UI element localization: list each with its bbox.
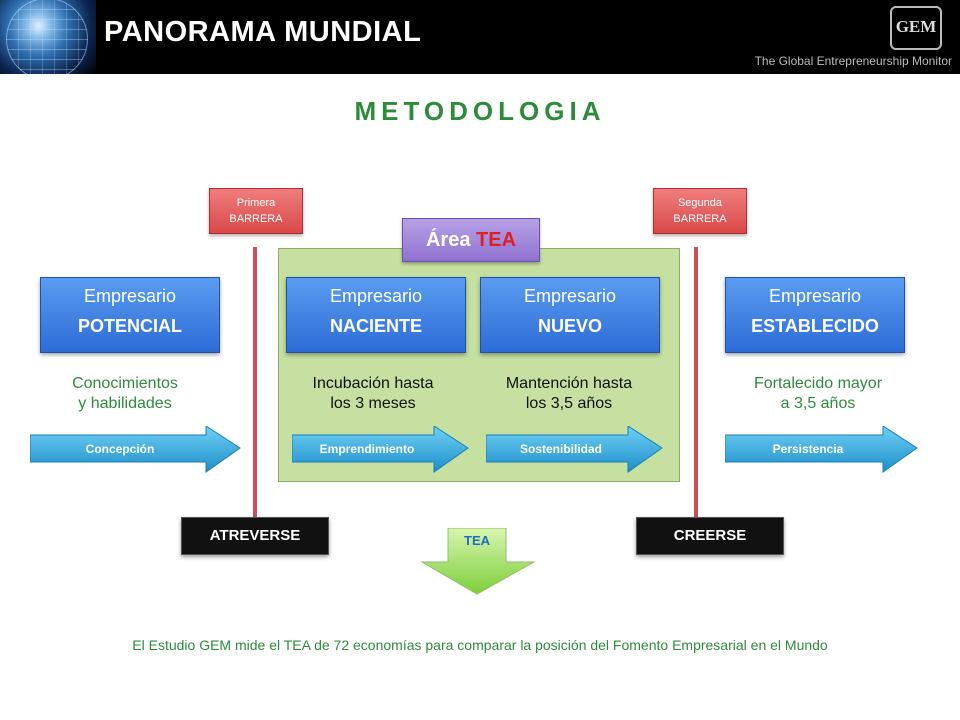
stage-title: Empresario bbox=[329, 286, 423, 306]
gate-atreverse: ATREVERSE bbox=[181, 517, 329, 555]
tea-down-arrow bbox=[420, 527, 536, 603]
stage-establecido-desc: Fortalecido mayor a 3,5 años bbox=[718, 374, 918, 414]
globe-logo-icon bbox=[0, 0, 96, 74]
desc-line1: Conocimientos bbox=[72, 375, 178, 392]
arrow-label: Concepción bbox=[85, 442, 155, 456]
area-label-prefix: Área bbox=[425, 229, 471, 251]
barrier-segunda: Segunda BARRERA bbox=[653, 188, 747, 234]
arrow-right-icon bbox=[725, 426, 918, 473]
stage-title: Empresario bbox=[523, 286, 617, 306]
arrow-sostenibilidad: Sostenibilidad bbox=[486, 426, 664, 474]
stage-nuevo-desc: Mantención hasta los 3,5 años bbox=[469, 374, 669, 414]
desc-line1: Mantención hasta bbox=[505, 375, 633, 392]
stage-name: NUEVO bbox=[537, 316, 602, 336]
stage-nuevo-box: Empresario NUEVO bbox=[480, 277, 660, 353]
barrier-line1: Segunda bbox=[677, 197, 723, 209]
stage-establecido-box: Empresario ESTABLECIDO bbox=[725, 277, 905, 353]
arrow-right-icon bbox=[30, 426, 241, 473]
arrow-concepcion: Concepción bbox=[30, 426, 242, 474]
stage-name: POTENCIAL bbox=[77, 316, 182, 336]
stage-title: Empresario bbox=[83, 286, 177, 306]
barrier-line-2 bbox=[694, 247, 698, 522]
stage-title: Empresario bbox=[768, 286, 862, 306]
stage-naciente-box: Empresario NACIENTE bbox=[286, 277, 466, 353]
barrier-line2: BARRERA bbox=[229, 213, 283, 225]
section-title: METODOLOGIA bbox=[354, 96, 606, 126]
header-subtitle: The Global Entrepreneurship Monitor bbox=[754, 54, 952, 68]
page-title: PANORAMA MUNDIAL bbox=[104, 16, 422, 48]
barrier-primera: Primera BARRERA bbox=[209, 188, 303, 234]
desc-line2: los 3,5 años bbox=[525, 395, 613, 412]
arrow-label: Persistencia bbox=[772, 442, 844, 456]
arrow-label: Emprendimiento bbox=[319, 442, 415, 456]
stage-potencial-desc: Conocimientos y habilidades bbox=[25, 374, 225, 414]
stage-name: NACIENTE bbox=[329, 316, 422, 336]
barrier-line1: Primera bbox=[236, 197, 276, 209]
gate-creerse: CREERSE bbox=[636, 517, 784, 555]
stage-name: ESTABLECIDO bbox=[751, 316, 879, 336]
desc-line1: Fortalecido mayor bbox=[753, 375, 883, 392]
header-bar: PANORAMA MUNDIAL GEM The Global Entrepre… bbox=[0, 0, 960, 74]
area-tea-label: Área TEA bbox=[402, 218, 540, 262]
arrow-right-icon bbox=[292, 426, 469, 473]
barrier-line2: BARRERA bbox=[673, 213, 727, 225]
tea-arrow-label: TEA bbox=[464, 533, 490, 548]
desc-line1: Incubación hasta bbox=[312, 375, 434, 392]
stage-potencial-box: Empresario POTENCIAL bbox=[40, 277, 220, 353]
desc-line2: a 3,5 años bbox=[780, 395, 856, 412]
arrow-emprendimiento: Emprendimiento bbox=[292, 426, 470, 474]
arrow-persistencia: Persistencia bbox=[725, 426, 919, 474]
arrow-right-icon bbox=[486, 426, 663, 473]
stage-naciente-desc: Incubación hasta los 3 meses bbox=[273, 374, 473, 414]
gem-logo: GEM bbox=[890, 6, 942, 50]
arrow-down-icon bbox=[420, 527, 536, 595]
footer-note: El Estudio GEM mide el TEA de 72 economí… bbox=[132, 637, 828, 653]
area-label-highlight: TEA bbox=[476, 229, 517, 251]
desc-line2: y habilidades bbox=[78, 395, 172, 412]
desc-line2: los 3 meses bbox=[330, 395, 416, 412]
barrier-line-1 bbox=[253, 247, 257, 522]
arrow-label: Sostenibilidad bbox=[519, 442, 602, 456]
